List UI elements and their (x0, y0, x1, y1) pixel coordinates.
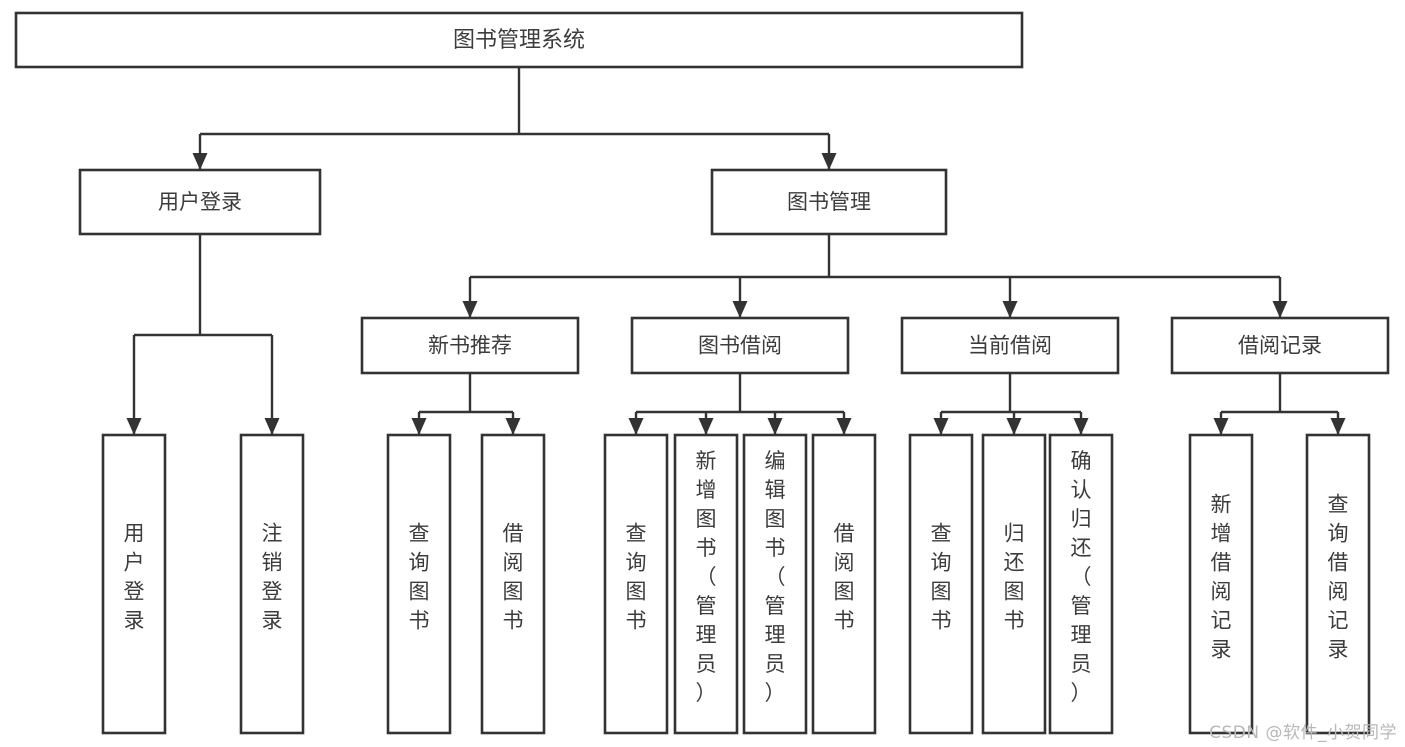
connector-arrow (698, 418, 714, 435)
node-box-current-borrow (900, 316, 1120, 375)
node-box-book-management (710, 168, 948, 236)
node-box-user-logout (239, 433, 305, 735)
node-borrow-query-book[interactable]: 查询图书 (603, 433, 669, 735)
node-label-recommend-query-book: 查询图书 (409, 522, 430, 633)
node-label-current-confirm-return: 确认归还（管理员） (1071, 449, 1092, 705)
node-box-recommend-query-book (386, 433, 452, 735)
node-label-user-logout: 注销登录 (262, 522, 283, 633)
node-root[interactable]: 图书管理系统 (14, 11, 1024, 69)
csdn-watermark: CSDN @软件_小贺同学 (1209, 723, 1397, 743)
node-label-user-login-do: 用户登录 (124, 522, 145, 633)
connector-arrow (411, 418, 427, 435)
connector-arrow (732, 301, 748, 318)
connector-arrow (628, 418, 644, 435)
node-label-root: 图书管理系统 (453, 28, 585, 53)
connector-arrow (933, 418, 949, 435)
node-box-root (14, 11, 1024, 69)
node-label-borrow-record: 借阅记录 (1238, 334, 1322, 358)
node-label-recommend-borrow-book: 借阅图书 (503, 522, 524, 633)
node-book-borrow[interactable]: 图书借阅 (630, 316, 850, 375)
connector-arrow (836, 418, 852, 435)
node-box-borrow-query-book (603, 433, 669, 735)
node-box-borrow-record (1170, 316, 1390, 375)
connector-arrow (1330, 418, 1346, 435)
connector-arrow (264, 418, 280, 435)
connector-arrow (1006, 418, 1022, 435)
node-box-record-add (1188, 433, 1254, 735)
node-borrow-borrow-book[interactable]: 借阅图书 (811, 433, 877, 735)
node-label-borrow-borrow-book: 借阅图书 (834, 522, 855, 633)
connector-arrow (1213, 418, 1229, 435)
node-current-confirm-return[interactable]: 确认归还（管理员） (1048, 433, 1114, 735)
node-current-return-book[interactable]: 归还图书 (981, 433, 1047, 735)
node-user-login-do[interactable]: 用户登录 (101, 433, 167, 735)
node-label-current-borrow: 当前借阅 (968, 334, 1052, 358)
node-borrow-add-book[interactable]: 新增图书（管理员） (673, 433, 739, 735)
node-label-record-query: 查询借阅记录 (1328, 493, 1349, 662)
node-label-record-add: 新增借阅记录 (1211, 493, 1232, 662)
connector-arrow (462, 301, 478, 318)
node-box-user-login (78, 168, 322, 236)
node-record-query[interactable]: 查询借阅记录 (1305, 433, 1371, 735)
node-user-logout[interactable]: 注销登录 (239, 433, 305, 735)
node-recommend-borrow-book[interactable]: 借阅图书 (480, 433, 546, 735)
connector-arrow (1272, 301, 1288, 318)
node-box-current-return-book (981, 433, 1047, 735)
node-box-borrow-add-book (673, 433, 739, 735)
node-box-new-book-recommend (360, 316, 580, 375)
connector-layer (126, 67, 1346, 435)
node-label-borrow-query-book: 查询图书 (626, 522, 647, 633)
node-user-login[interactable]: 用户登录 (78, 168, 322, 236)
node-label-current-query-book: 查询图书 (931, 522, 952, 633)
node-book-management[interactable]: 图书管理 (710, 168, 948, 236)
connector-arrow (767, 418, 783, 435)
node-new-book-recommend[interactable]: 新书推荐 (360, 316, 580, 375)
node-layer: 图书管理系统用户登录用户登录注销登录图书管理新书推荐查询图书借阅图书图书借阅查询… (14, 11, 1390, 735)
node-box-borrow-edit-book (742, 433, 808, 735)
node-label-book-borrow: 图书借阅 (698, 334, 782, 358)
node-borrow-edit-book[interactable]: 编辑图书（管理员） (742, 433, 808, 735)
node-borrow-record[interactable]: 借阅记录 (1170, 316, 1390, 375)
connector-arrow (1073, 418, 1089, 435)
node-current-borrow[interactable]: 当前借阅 (900, 316, 1120, 375)
node-label-book-management: 图书管理 (787, 190, 871, 214)
connector-arrow (192, 153, 208, 170)
connector-arrow (126, 418, 142, 435)
node-record-add[interactable]: 新增借阅记录 (1188, 433, 1254, 735)
node-box-borrow-borrow-book (811, 433, 877, 735)
node-box-current-confirm-return (1048, 433, 1114, 735)
node-label-borrow-add-book: 新增图书（管理员） (696, 449, 717, 705)
node-label-current-return-book: 归还图书 (1004, 522, 1025, 633)
node-current-query-book[interactable]: 查询图书 (908, 433, 974, 735)
node-box-recommend-borrow-book (480, 433, 546, 735)
node-box-current-query-book (908, 433, 974, 735)
node-recommend-query-book[interactable]: 查询图书 (386, 433, 452, 735)
connector-arrow (1002, 301, 1018, 318)
node-box-book-borrow (630, 316, 850, 375)
node-box-record-query (1305, 433, 1371, 735)
connector-arrow (505, 418, 521, 435)
node-label-user-login: 用户登录 (158, 190, 242, 214)
node-label-borrow-edit-book: 编辑图书（管理员） (765, 449, 786, 705)
node-box-user-login-do (101, 433, 167, 735)
connector-arrow (821, 153, 837, 170)
node-label-new-book-recommend: 新书推荐 (428, 334, 512, 358)
